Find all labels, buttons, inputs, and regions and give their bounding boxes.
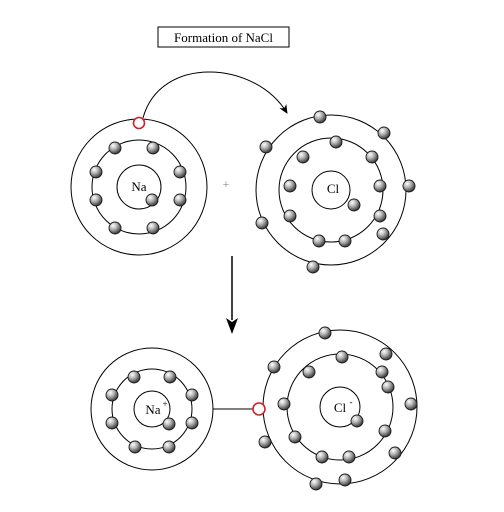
electron (259, 140, 273, 154)
electron (288, 430, 302, 444)
electron (379, 347, 393, 361)
electron (338, 473, 352, 487)
electron (381, 380, 395, 394)
electron (258, 435, 272, 449)
na-ion-charge: + (162, 399, 167, 409)
sodium-ion: Na + (90, 347, 214, 471)
electron (378, 424, 392, 438)
transferred-electron-source (132, 116, 146, 130)
electron (108, 221, 122, 235)
electron (373, 209, 387, 223)
electron (388, 446, 402, 460)
electron (404, 397, 418, 411)
plus-sign: + (223, 179, 229, 191)
electron (162, 440, 176, 454)
electron (185, 388, 199, 402)
electron (350, 414, 364, 428)
diagram-title: Formation of NaCl (174, 30, 273, 45)
na-shell-2 (91, 139, 187, 235)
transferred-electron-bond (252, 402, 266, 416)
electron (105, 416, 119, 430)
title-group: Formation of NaCl (157, 26, 290, 48)
electron (277, 397, 291, 411)
electron (306, 260, 320, 274)
electron (375, 365, 389, 379)
electron (313, 110, 327, 124)
electron (173, 165, 187, 179)
na-ion-shell-1 (133, 390, 171, 428)
chloride-ion: Cl - (258, 326, 418, 491)
electron (89, 193, 103, 207)
electron (318, 326, 332, 340)
electron (163, 370, 177, 384)
electron (329, 135, 343, 149)
electron (255, 216, 269, 230)
cl-ion-symbol: Cl (334, 400, 347, 415)
electron (173, 193, 187, 207)
cl-symbol: Cl (327, 181, 340, 196)
electron (162, 417, 176, 431)
electron (342, 450, 356, 464)
electron (338, 234, 352, 248)
electron (283, 179, 297, 193)
electron (296, 150, 310, 164)
electron (335, 350, 349, 364)
electron (312, 234, 326, 248)
electron (402, 179, 416, 193)
na-ion-symbol: Na (145, 402, 160, 417)
na-ion-electrons (105, 370, 199, 454)
electron (185, 416, 199, 430)
reaction-arrow-down (226, 256, 238, 334)
electron (105, 388, 119, 402)
na-ion-shell-2 (111, 368, 193, 450)
electron (128, 440, 142, 454)
cl-electrons (255, 110, 416, 274)
electron (347, 198, 361, 212)
title-box (157, 26, 290, 48)
cl-ion-shell-1 (319, 386, 361, 428)
electron (309, 477, 323, 491)
electron (365, 150, 379, 164)
sodium-atom: Na (70, 118, 208, 256)
cl-shell-1 (311, 170, 351, 210)
electron (377, 126, 391, 140)
electron (267, 360, 281, 374)
cl-ion-charge: - (350, 397, 353, 407)
na-ion-shell-3 (90, 347, 214, 471)
electron-transfer-arrow (142, 71, 288, 119)
electron (315, 450, 329, 464)
electron (376, 227, 390, 241)
na-electrons (89, 141, 187, 235)
electron (373, 179, 387, 193)
electron (146, 141, 160, 155)
electron (302, 365, 316, 379)
cl-ion-electrons (258, 326, 418, 491)
na-shell-1 (116, 164, 162, 210)
electron (146, 221, 160, 235)
chlorine-atom: Cl (255, 110, 416, 274)
electron (89, 165, 103, 179)
electron (145, 193, 159, 207)
electron (127, 370, 141, 384)
electron (108, 141, 122, 155)
electron (283, 209, 297, 223)
na-symbol: Na (131, 179, 146, 194)
